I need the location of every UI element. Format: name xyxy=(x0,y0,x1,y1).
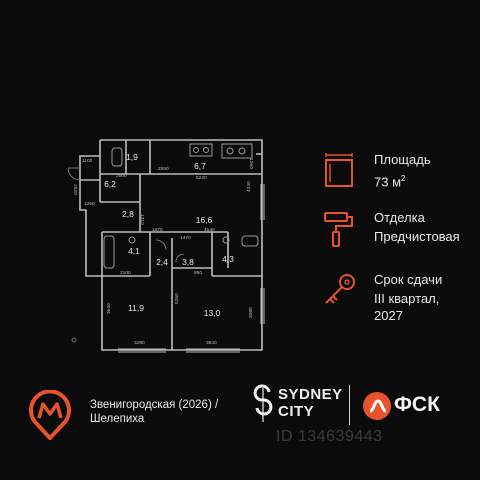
paint-roller-icon xyxy=(322,210,356,255)
finish-value: Предчистовая xyxy=(374,229,460,244)
dimension-label: 3640 xyxy=(106,303,112,314)
deadline-year: 2027 xyxy=(374,308,403,323)
finish-label: Отделка xyxy=(374,210,425,225)
room-area-hall: 6,2 xyxy=(104,179,116,189)
room-area-bedroom-left: 11,9 xyxy=(128,303,144,313)
brand-line2: CITY xyxy=(278,403,315,420)
metro-station-line1: Звенигородская (2026) / xyxy=(90,399,219,411)
area-unit-superscript: 2 xyxy=(401,174,406,183)
room-area-bedroom-right: 13,0 xyxy=(204,308,221,318)
dimension-label: 2550 xyxy=(158,166,169,172)
dimension-label: 1100 xyxy=(82,158,93,164)
key-icon xyxy=(322,272,358,313)
logo-divider xyxy=(349,385,350,425)
sydney-city-logo-text: SYDNEY CITY xyxy=(278,386,343,420)
room-area-bath-left: 4,1 xyxy=(128,246,140,256)
dimension-label: 3280 xyxy=(134,340,145,346)
dimension-label: 5220 xyxy=(196,175,207,181)
floor-plan-drawing: 1,9 6,7 6,2 2,8 16,6 4,1 2,4 3,8 4,3 11,… xyxy=(67,139,265,353)
dimension-label: 3080 xyxy=(248,307,254,318)
dimension-label: 1470 xyxy=(180,235,191,241)
floor-area-icon xyxy=(322,152,356,193)
dimension-label: 2020 xyxy=(72,184,78,195)
room-area-kitchen: 6,7 xyxy=(194,161,206,171)
dimension-label: 950 xyxy=(194,270,202,276)
floor-plan: 1,9 6,7 6,2 2,8 16,6 4,1 2,4 3,8 4,3 11,… xyxy=(40,128,280,360)
dimension-label: 3840 xyxy=(206,340,217,346)
room-area-wc-top: 1,9 xyxy=(126,152,138,162)
area-label: Площадь xyxy=(374,152,431,167)
dimension-label: 2500 xyxy=(116,173,127,179)
dimension-label: 4140 xyxy=(204,227,215,233)
room-area-corridor: 2,8 xyxy=(122,209,134,219)
fsk-logo-icon xyxy=(362,391,392,426)
metro-station-line2: Шелепиха xyxy=(90,413,145,425)
dimension-label: 5260 xyxy=(174,293,180,304)
developer-name: ФСК xyxy=(394,393,440,416)
deadline-label: Срок сдачи xyxy=(374,272,443,287)
area-value: 73 м2 xyxy=(374,170,405,190)
room-area-closet: 2,4 xyxy=(156,257,168,267)
deadline-value: III квартал, 2027 xyxy=(374,290,439,324)
brand-line1: SYDNEY xyxy=(278,386,343,403)
metro-icon xyxy=(28,389,72,445)
watermark-id: ID 134639443 xyxy=(276,428,383,445)
dimension-label: 1260 xyxy=(248,158,254,169)
room-area-dressing: 3,8 xyxy=(182,257,194,267)
metro-station: Звенигородская (2026) / Шелепиха xyxy=(90,398,218,426)
dimension-label: 1470 xyxy=(152,227,163,233)
footer: Звенигородская (2026) / Шелепиха SYDNEY … xyxy=(0,372,480,452)
dimension-label: 2100 xyxy=(120,270,131,276)
sydney-city-logo-icon xyxy=(252,384,274,431)
room-area-living: 16,6 xyxy=(196,215,213,225)
dimension-label: 1310 xyxy=(139,214,145,225)
room-area-bath-right: 4,3 xyxy=(222,254,234,264)
area-number: 73 м xyxy=(374,174,402,190)
dimension-label: 4240 xyxy=(246,181,252,192)
dimension-label: 1350 xyxy=(84,201,95,207)
deadline-quarter: III квартал, xyxy=(374,291,440,306)
